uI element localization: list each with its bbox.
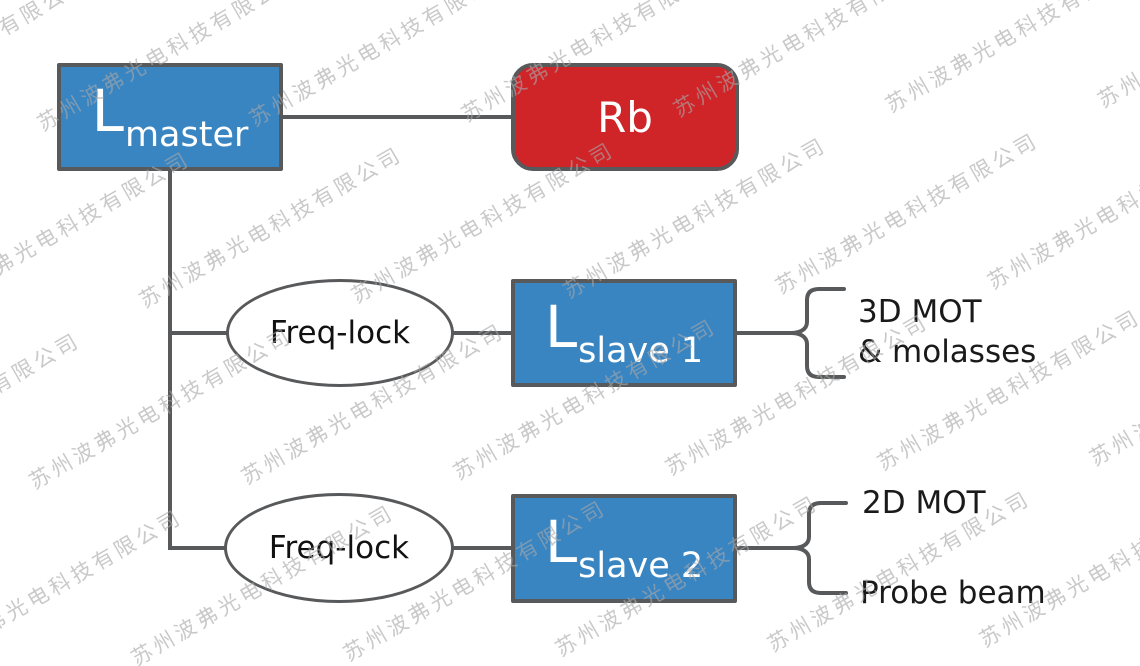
node-slave-laser-2: Lslave 2 bbox=[511, 494, 737, 603]
laser-subscript: slave 1 bbox=[578, 330, 704, 371]
laser-symbol: L bbox=[91, 76, 124, 145]
node-master-laser: Lmaster bbox=[57, 63, 283, 171]
slave-laser-2-label: Lslave 2 bbox=[545, 513, 703, 584]
node-freq-lock-2: Freq-lock bbox=[224, 493, 454, 603]
node-rb-cell: Rb bbox=[511, 63, 739, 171]
laser-subscript: master bbox=[124, 114, 249, 155]
brace-slave2-outputs-icon bbox=[792, 501, 848, 595]
connector-master-trunk bbox=[168, 171, 226, 550]
node-slave-laser-1: Lslave 1 bbox=[511, 279, 737, 387]
laser-symbol: L bbox=[544, 292, 578, 361]
freq-lock-1-label: Freq-lock bbox=[269, 315, 411, 351]
output-probe-beam: Probe beam bbox=[860, 575, 1046, 611]
output-molasses: & molasses bbox=[858, 334, 1037, 370]
laser-symbol: L bbox=[544, 508, 578, 576]
rb-cell-label: Rb bbox=[597, 92, 653, 142]
master-laser-label: Lmaster bbox=[92, 82, 249, 153]
slave-laser-1-label: Lslave 1 bbox=[545, 298, 703, 369]
output-3d-mot: 3D MOT bbox=[858, 294, 982, 330]
output-2d-mot: 2D MOT bbox=[862, 485, 986, 521]
output-label-slave1: 3D MOT & molasses bbox=[858, 292, 1036, 372]
laser-subscript: slave 2 bbox=[578, 546, 704, 586]
node-freq-lock-1: Freq-lock bbox=[226, 279, 454, 387]
brace-slave1-outputs-icon bbox=[790, 287, 846, 379]
freq-lock-2-label: Freq-lock bbox=[268, 530, 410, 566]
